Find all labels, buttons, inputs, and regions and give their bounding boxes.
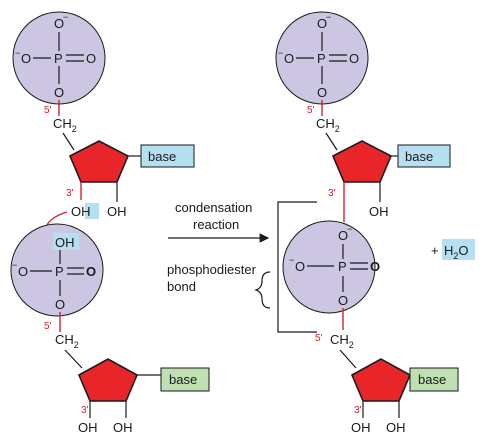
phosphate-circle	[282, 220, 376, 314]
minus-sign: −	[15, 48, 20, 58]
phosphorus-atom: P	[54, 51, 63, 66]
water-formula: H2O	[444, 243, 469, 261]
bond-label-line2: bond	[167, 279, 196, 294]
bond-bracket	[277, 201, 317, 333]
ch2-group: CH2	[316, 116, 340, 134]
oxygen-atom: O	[338, 228, 348, 243]
oxygen-atom: O	[54, 85, 64, 100]
reaction-label-line1: condensation	[175, 200, 252, 215]
oxygen-atom: O	[317, 85, 327, 100]
hydroxyl-group: OH	[113, 420, 133, 435]
hydroxyl-group: OH	[351, 420, 371, 435]
base-box	[140, 144, 195, 168]
three-prime-label: 3'	[81, 405, 89, 416]
phosphate-circle	[10, 223, 104, 317]
water-highlight	[442, 239, 475, 260]
hydroxyl-group: OH	[107, 204, 127, 219]
oxygen-atom: O	[338, 293, 348, 308]
oh-highlight	[85, 203, 99, 219]
base-label: base	[169, 372, 197, 387]
base-label: base	[418, 372, 446, 387]
oxygen-atom: O	[317, 16, 327, 31]
sugar-pentagon	[331, 140, 393, 183]
hydroxyl-group: OH	[71, 204, 91, 219]
oxygen-atom: O	[295, 259, 305, 274]
minus-sign: −	[12, 260, 17, 270]
base-box	[397, 144, 451, 168]
oxygen-atom: O	[86, 264, 96, 279]
base-box	[409, 367, 459, 392]
oxygen-atom: O	[284, 51, 294, 66]
sugar-pentagon	[350, 358, 412, 402]
ch2-group: CH2	[330, 332, 354, 350]
phosphorus-atom: P	[55, 264, 64, 279]
hydroxyl-group: OH	[78, 420, 98, 435]
three-prime-label: 3'	[328, 188, 336, 199]
five-prime-label: 5'	[315, 333, 323, 344]
reaction-label-line2: reaction	[193, 217, 239, 232]
minus-sign: −	[326, 12, 331, 22]
base-label: base	[148, 149, 176, 164]
phosphorus-atom: P	[317, 51, 326, 66]
ch2-group: CH2	[53, 116, 77, 134]
five-prime-label: 5'	[44, 321, 52, 332]
plus-sign: +	[431, 243, 439, 258]
three-prime-label: 3'	[354, 405, 362, 416]
minus-sign: −	[289, 255, 294, 265]
minus-sign: −	[347, 224, 352, 234]
left-bottom-nucleotide: OH P − O O O 5' CH2 base 3' OH OH	[10, 223, 210, 435]
hydroxyl-group: OH	[55, 235, 75, 250]
five-prime-label: 5'	[44, 105, 52, 116]
minus-sign: −	[278, 48, 283, 58]
oxygen-atom: O	[18, 264, 28, 279]
oxygen-atom: O	[55, 297, 65, 312]
base-box	[160, 367, 210, 392]
bond-label-line1: phosphodiester	[167, 262, 257, 277]
hydroxyl-group: OH	[386, 420, 406, 435]
sugar-pentagon	[68, 140, 130, 183]
right-product: O − P − O O O 5' CH2 base 3' OH O − P − …	[275, 11, 459, 435]
oxygen-atom: O	[349, 51, 359, 66]
oxygen-atom: O	[21, 51, 31, 66]
five-prime-label: 5'	[307, 105, 315, 116]
oh-highlight	[53, 233, 79, 250]
left-top-nucleotide: O − P − O O O 5' CH2 base 3' OH OH	[12, 11, 195, 219]
sugar-pentagon	[77, 358, 139, 402]
ch2-group: CH2	[55, 332, 79, 350]
minus-sign: −	[63, 12, 68, 22]
oxygen-atom: O	[86, 51, 96, 66]
curly-brace	[254, 271, 271, 309]
hydroxyl-group: OH	[369, 204, 389, 219]
base-label: base	[405, 149, 433, 164]
phosphorus-atom: P	[338, 259, 347, 274]
oxygen-atom: O	[370, 259, 380, 274]
oxygen-atom: O	[54, 16, 64, 31]
water-product: + H2O	[431, 239, 475, 261]
three-prime-label: 3'	[66, 188, 74, 199]
